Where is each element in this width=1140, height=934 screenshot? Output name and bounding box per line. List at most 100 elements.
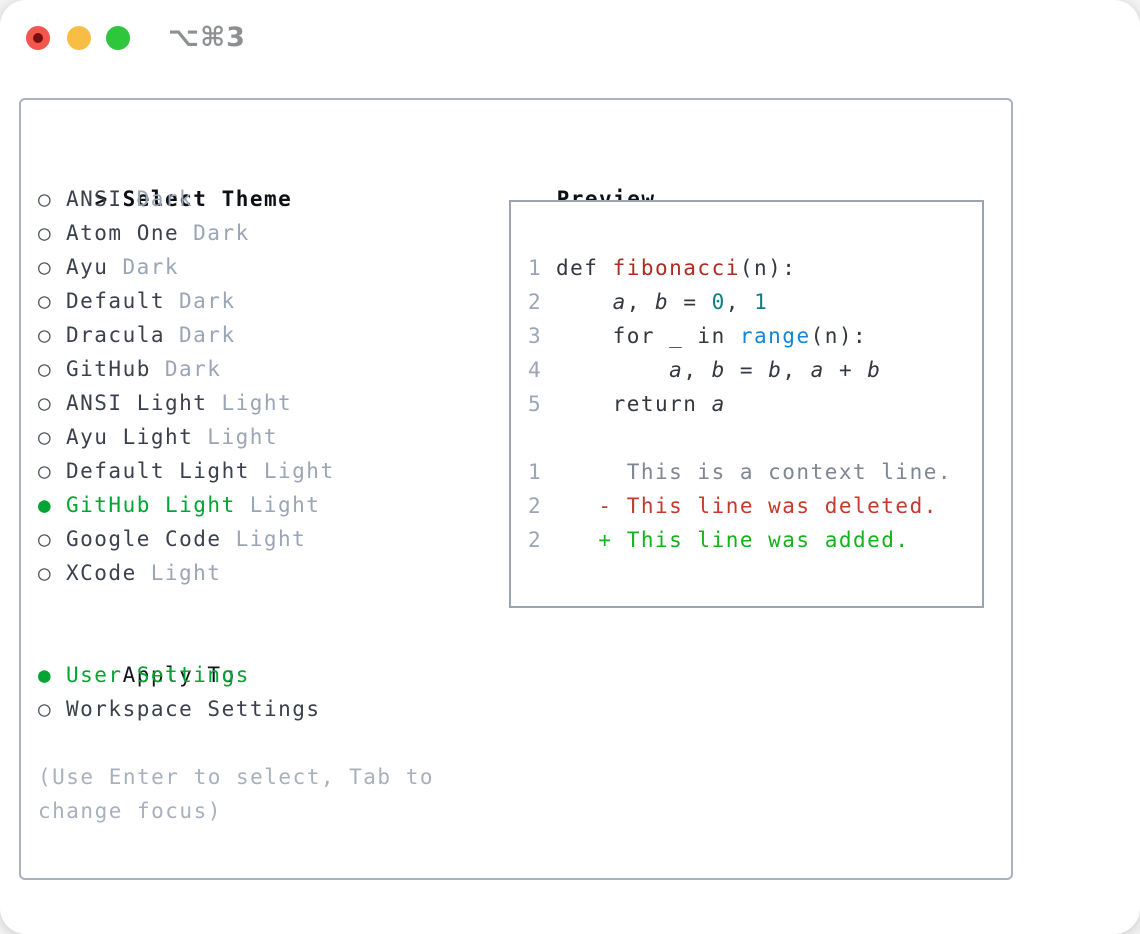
option-label: User Settings [66, 663, 250, 687]
line-number: 2 [528, 290, 543, 314]
option-label: ANSI Light [66, 391, 208, 415]
code-token: range [739, 324, 811, 348]
radio-icon: ○ [38, 697, 53, 721]
line-number: 5 [528, 392, 543, 416]
option-label: Ayu Light [66, 425, 194, 449]
option-variant-label: Light [235, 527, 307, 551]
option-variant-label: Light [249, 493, 321, 517]
code-token: a [612, 290, 627, 314]
theme-option-dracula[interactable]: ○ Dracula Dark [38, 318, 335, 352]
preview-header: Preview [500, 148, 656, 211]
option-variant-label: Dark [179, 289, 236, 313]
option-variant-label: Light [221, 391, 293, 415]
line-number: 4 [528, 358, 543, 382]
code-token: - This line was deleted. [556, 494, 938, 518]
zoom-button[interactable] [106, 26, 130, 50]
code-token: + [824, 358, 868, 382]
option-variant-label: Light [150, 561, 222, 585]
code-line: 2 - This line was deleted. [528, 489, 952, 523]
code-token: b [655, 290, 670, 314]
theme-option-github-light[interactable]: ● GitHub Light Light [38, 488, 335, 522]
radio-selected-icon: ● [38, 493, 53, 517]
code-token [556, 290, 613, 314]
minimize-button[interactable] [67, 26, 91, 50]
code-token: (n): [739, 256, 797, 280]
code-token: = [669, 290, 712, 314]
radio-icon: ○ [38, 527, 53, 551]
code-token: b [867, 358, 882, 382]
code-line: 1 This is a context line. [528, 455, 952, 489]
option-label: XCode [66, 561, 137, 585]
code-line: 3 for _ in range(n): [528, 319, 952, 353]
theme-option-atom-one[interactable]: ○ Atom One Dark [38, 216, 335, 250]
select-theme-label: Select Theme [122, 187, 293, 211]
radio-icon: ○ [38, 459, 53, 483]
theme-option-default-light[interactable]: ○ Default Light Light [38, 454, 335, 488]
option-variant-label: Light [263, 459, 335, 483]
theme-option-default[interactable]: ○ Default Dark [38, 284, 335, 318]
option-variant-label: Light [207, 425, 279, 449]
code-line: 2 a, b = 0, 1 [528, 285, 952, 319]
code-token: + This line was added. [556, 528, 910, 552]
radio-icon: ○ [38, 289, 53, 313]
option-label: Atom One [66, 221, 180, 245]
apply-to-label: Apply To [122, 663, 236, 687]
radio-icon: ○ [38, 221, 53, 245]
code-token: This is a context line. [556, 460, 953, 484]
option-label: Default Light [66, 459, 250, 483]
code-token [556, 358, 669, 382]
code-token: b [768, 358, 783, 382]
line-number: 1 [528, 256, 543, 280]
code-line: 1 def fibonacci(n): [528, 251, 952, 285]
option-variant-label: Dark [136, 187, 194, 211]
prompt-caret-icon: > [94, 187, 109, 211]
code-line: 5 return a [528, 387, 952, 421]
close-button[interactable] [26, 26, 50, 50]
theme-option-xcode[interactable]: ○ XCode Light [38, 556, 335, 590]
code-line: 4 a, b = b, a + b [528, 353, 952, 387]
code-token: 1 [754, 290, 769, 314]
code-token: fibonacci [612, 256, 740, 280]
code-token: (n): [810, 324, 868, 348]
option-label: Ayu [66, 255, 109, 279]
line-number: 1 [528, 460, 543, 484]
code-token: , [626, 290, 656, 314]
code-token: a [669, 358, 684, 382]
option-label: ANSI [66, 187, 123, 211]
code-token: for _ in [556, 324, 740, 348]
radio-icon: ○ [38, 425, 53, 449]
option-variant-label: Dark [193, 221, 250, 245]
radio-icon: ○ [38, 561, 53, 585]
code-token: a [810, 358, 825, 382]
option-variant-label: Dark [179, 323, 236, 347]
radio-icon: ○ [38, 323, 53, 347]
theme-option-ayu-light[interactable]: ○ Ayu Light Light [38, 420, 335, 454]
code-token: def [556, 256, 613, 280]
theme-option-ansi[interactable]: ○ ANSI Dark [38, 182, 335, 216]
option-label: GitHub Light [66, 493, 236, 517]
line-number: 2 [528, 494, 543, 518]
apply-option-user-settings[interactable]: ●User Settings [38, 658, 321, 692]
option-variant-label: Dark [122, 255, 180, 279]
radio-icon: ○ [38, 357, 53, 381]
code-token: 0 [711, 290, 726, 314]
apply-to-list: ●User Settings○Workspace Settings [38, 658, 321, 726]
apply-option-workspace-settings[interactable]: ○Workspace Settings [38, 692, 321, 726]
select-theme-header: > Select Theme [38, 148, 292, 211]
radio-icon: ○ [38, 187, 53, 211]
theme-option-google-code[interactable]: ○ Google Code Light [38, 522, 335, 556]
option-variant-label: Dark [164, 357, 222, 381]
option-label: Default [66, 289, 166, 313]
option-label: Google Code [66, 527, 222, 551]
code-token: return [556, 392, 712, 416]
option-label: Dracula [66, 323, 166, 347]
apply-to-header: Apply To [38, 624, 236, 687]
